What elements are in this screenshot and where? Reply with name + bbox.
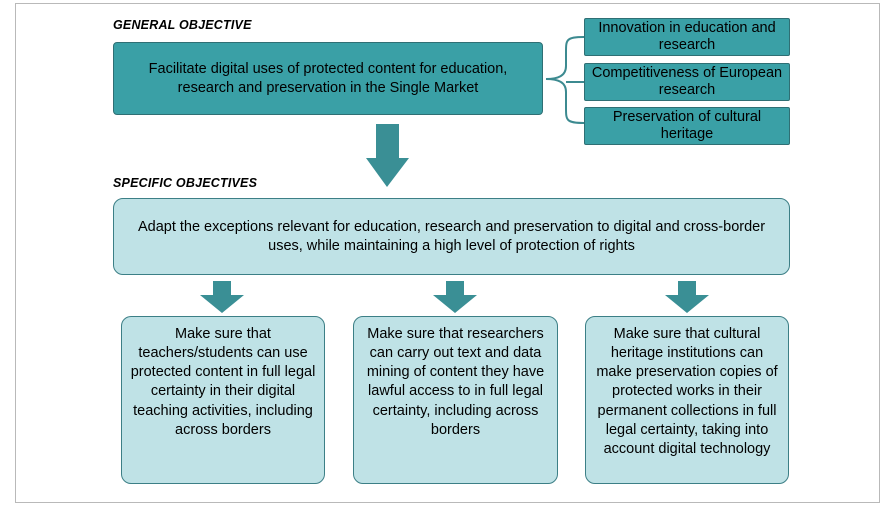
specific-objective-box: Adapt the exceptions relevant for educat… — [113, 198, 790, 275]
aim-heritage-box: Preservation of cultural heritage — [584, 107, 790, 145]
down-arrow-2 — [433, 281, 477, 313]
sub-objective-heritage-box: Make sure that cultural heritage institu… — [585, 316, 789, 484]
sub-objective-education-box: Make sure that teachers/students can use… — [121, 316, 325, 484]
main-down-arrow — [366, 124, 409, 187]
aim-innovation-box: Innovation in education and research — [584, 18, 790, 56]
specific-objectives-heading: SPECIFIC OBJECTIVES — [113, 176, 258, 190]
aims-bracket — [545, 36, 585, 124]
sub-objective-research-box: Make sure that researchers can carry out… — [353, 316, 558, 484]
down-arrow-1 — [200, 281, 244, 313]
general-objective-heading: GENERAL OBJECTIVE — [113, 18, 252, 32]
aim-competitiveness-box: Competitiveness of European research — [584, 63, 790, 101]
general-objective-box: Facilitate digital uses of protected con… — [113, 42, 543, 115]
diagram-frame — [15, 3, 880, 503]
down-arrow-3 — [665, 281, 709, 313]
